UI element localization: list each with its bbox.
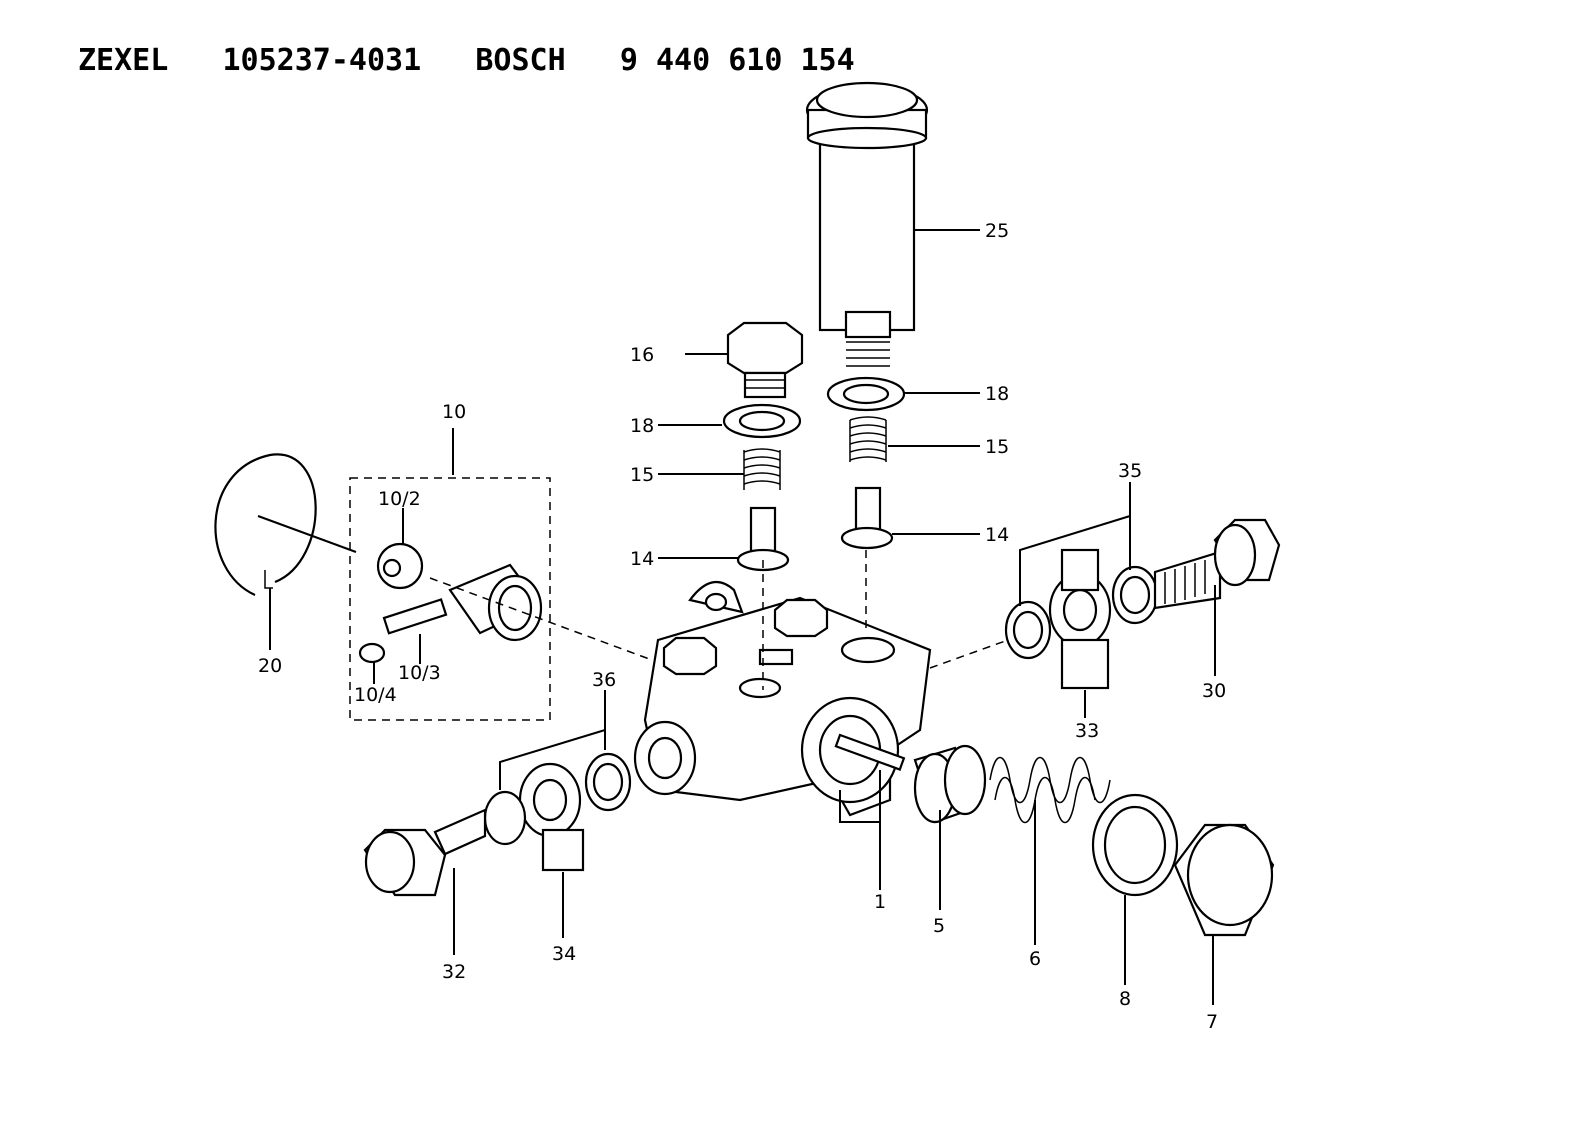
label-35: 35 xyxy=(1118,460,1142,482)
part-18-washer-left xyxy=(722,403,802,439)
leader-lines xyxy=(257,229,1216,1005)
part-34-banjo xyxy=(518,762,585,872)
part-10-3-pin xyxy=(382,598,448,635)
label-15-left: 15 xyxy=(630,464,654,486)
part-15-spring-left xyxy=(743,448,781,490)
label-33: 33 xyxy=(1075,720,1099,742)
label-30: 30 xyxy=(1202,680,1226,702)
part-gasket-right-outer xyxy=(1004,600,1052,660)
label-18-left: 18 xyxy=(630,415,654,437)
label-7: 7 xyxy=(1206,1011,1218,1033)
label-10: 10 xyxy=(442,401,466,423)
label-8: 8 xyxy=(1119,988,1131,1010)
part-15-spring-right xyxy=(849,416,887,462)
part-10-group-box xyxy=(349,477,551,721)
label-14-right: 14 xyxy=(985,524,1009,546)
label-16: 16 xyxy=(630,344,654,366)
part-36-gasket xyxy=(584,752,632,812)
part-16-plug-screw xyxy=(726,321,804,399)
label-34: 34 xyxy=(552,943,576,965)
part-18-washer-right xyxy=(826,376,906,412)
part-30-banjo-bolt xyxy=(1153,518,1281,610)
part-20-snap-ring xyxy=(214,453,317,597)
part-7-cap-nut xyxy=(1173,823,1275,937)
label-25: 25 xyxy=(985,220,1009,242)
label-14-left: 14 xyxy=(630,548,654,570)
part-14-valve-left xyxy=(736,506,790,572)
label-18-right: 18 xyxy=(985,383,1009,405)
part-14-valve-right xyxy=(840,486,894,550)
label-10-4: 10/4 xyxy=(354,684,397,706)
part-5-piston xyxy=(913,744,987,824)
part-32-banjo-bolt xyxy=(363,790,527,897)
label-1: 1 xyxy=(874,891,886,913)
part-33-banjo xyxy=(1048,548,1112,690)
label-5: 5 xyxy=(933,915,945,937)
part-25-priming-pump xyxy=(805,81,929,367)
part-6-spring xyxy=(989,757,1111,823)
part-1-pump-body xyxy=(633,580,932,817)
part-10-4-clip xyxy=(358,642,386,664)
part-8-gasket xyxy=(1091,793,1179,897)
part-10-tappet xyxy=(448,563,543,642)
label-10-3: 10/3 xyxy=(398,662,441,684)
label-20: 20 xyxy=(258,655,282,677)
diagram-title: ZEXEL 105237-4031 BOSCH 9 440 610 154 xyxy=(78,43,855,78)
label-6: 6 xyxy=(1029,948,1041,970)
label-10-2: 10/2 xyxy=(378,488,421,510)
part-35-gasket xyxy=(1111,565,1159,625)
part-10-2-roller xyxy=(376,542,424,590)
label-36: 36 xyxy=(592,669,616,691)
label-15-right: 15 xyxy=(985,436,1009,458)
label-32: 32 xyxy=(442,961,466,983)
